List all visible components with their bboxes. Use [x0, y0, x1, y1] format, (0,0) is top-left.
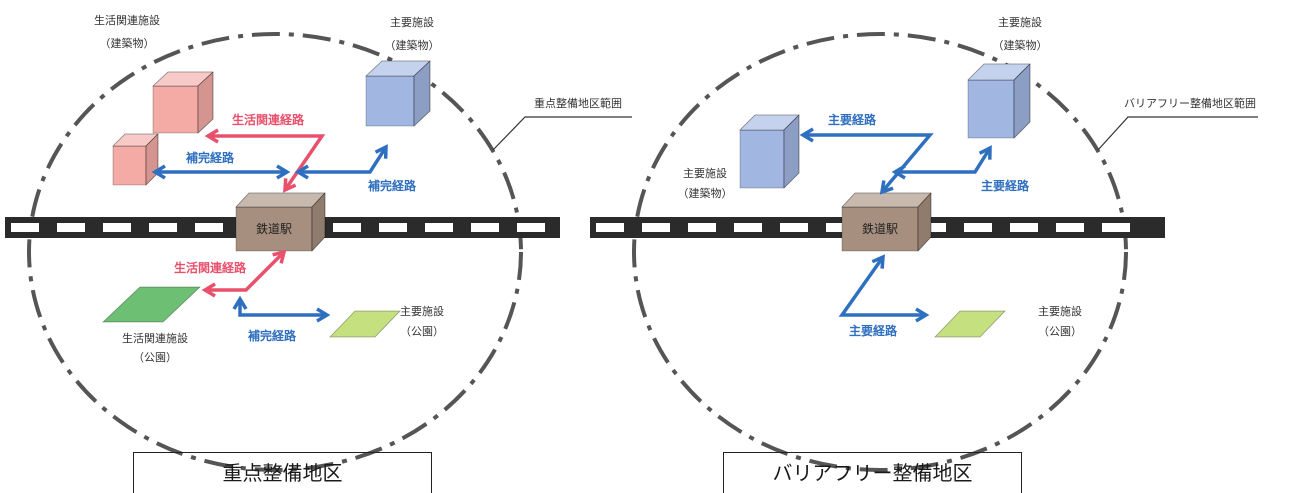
track-tie — [596, 223, 624, 232]
track-tie — [149, 223, 177, 232]
life-park-name: 生活関連施設 — [122, 331, 188, 345]
life-building-cube-small — [112, 133, 159, 186]
main-building-cube — [365, 60, 431, 127]
main-building-name: 主要施設 — [390, 15, 434, 29]
top-face-shade — [235, 192, 326, 208]
life-route-upper-label: 生活関連経路 — [232, 112, 305, 127]
supplementary-route-lower-label: 補完経路 — [247, 328, 297, 343]
side-face — [197, 71, 214, 134]
track-tie — [333, 223, 361, 232]
life-route-lower-arrow — [201, 249, 287, 298]
track-tie — [11, 223, 39, 232]
life-building-cube-large — [152, 71, 214, 134]
main-park-type: （公園） — [1038, 325, 1082, 338]
front-face — [739, 129, 785, 189]
life-building-name: 生活関連施設 — [94, 13, 160, 27]
side-face — [1013, 63, 1031, 139]
track-tie — [1010, 223, 1038, 232]
station-label: 鉄道駅 — [256, 221, 292, 236]
supplementary-route-left-label: 補完経路 — [185, 150, 235, 165]
range-callout-line — [492, 116, 632, 151]
main-route-lower-label: 主要経路 — [849, 323, 898, 338]
railway-station-box — [841, 192, 932, 252]
railway-station-box — [235, 192, 326, 252]
track-tie — [1102, 223, 1130, 232]
main-route-right-arrow — [891, 145, 992, 180]
supplementary-route-right-arrow — [294, 144, 388, 180]
side-face — [311, 192, 326, 252]
side-face-shade — [311, 192, 326, 252]
track-tie — [471, 223, 499, 232]
side-face-shade — [413, 60, 431, 127]
main-route-right-label: 主要経路 — [981, 178, 1030, 193]
side-face-shade — [1013, 63, 1031, 139]
track-tie — [379, 223, 407, 232]
front-face — [152, 85, 199, 134]
track-tie — [517, 223, 545, 232]
front-face — [365, 75, 415, 127]
life-route-lower-label: 生活関連経路 — [174, 260, 247, 275]
range-callout-line — [1097, 116, 1258, 151]
main-park-name: 主要施設 — [400, 304, 444, 318]
main-park-shape — [329, 310, 401, 338]
side-face — [413, 60, 431, 127]
range-label: バリアフリー整備地区範囲 — [1124, 96, 1256, 110]
main-building-cube-left — [739, 114, 800, 189]
front-face — [967, 79, 1015, 139]
caption-priority-district: 重点整備地区 — [133, 452, 432, 493]
track-tie — [1056, 223, 1084, 232]
main-route-upper-label: 主要経路 — [828, 112, 877, 127]
main-building-top-name: 主要施設 — [998, 15, 1042, 29]
track-tie — [688, 223, 716, 232]
main-building-cube-top — [967, 63, 1031, 139]
side-face — [783, 114, 800, 189]
track-tie — [642, 223, 670, 232]
main-building-left-type: （建築物） — [678, 186, 733, 200]
track-tie — [195, 223, 223, 232]
track-tie — [964, 223, 992, 232]
top-face-shade — [841, 192, 932, 208]
track-tie — [734, 223, 762, 232]
front-face — [112, 145, 147, 186]
side-face-shade — [783, 114, 800, 189]
supplementary-route-lower-arrow — [232, 295, 331, 323]
life-park-shape — [101, 286, 202, 323]
caption-barrier-free-district: バリアフリー整備地区 — [723, 452, 1022, 493]
station-label: 鉄道駅 — [862, 221, 898, 236]
district-boundary-ellipse — [632, 32, 1128, 472]
right-diagram: バリアフリー整備地区範囲 鉄道駅 主要施設 （建築物） 主要施設 （建築物） 主… — [590, 15, 1258, 472]
life-park-type: （公園） — [133, 351, 177, 364]
main-park-type: （公園） — [400, 325, 444, 338]
main-park-shape — [934, 310, 1006, 338]
track-tie — [425, 223, 453, 232]
side-face-shade — [197, 71, 214, 134]
side-face-shade — [917, 192, 932, 252]
track-tie — [918, 223, 946, 232]
life-building-type: （建築物） — [100, 36, 155, 50]
main-route-upper-arrow — [799, 127, 934, 195]
supplementary-route-right-label: 補完経路 — [367, 178, 417, 193]
track-tie — [57, 223, 85, 232]
track-tie — [780, 223, 808, 232]
railway-track — [590, 217, 1165, 238]
left-diagram: 重点整備地区範囲 鉄道駅 生活関連施設 （建築物） 主要施設 （建築物） 主要施… — [5, 13, 632, 472]
district-boundary-ellipse — [27, 32, 523, 472]
main-building-type: （建築物） — [385, 38, 440, 52]
main-park-name: 主要施設 — [1038, 304, 1082, 318]
side-face — [917, 192, 932, 252]
track-tie — [826, 223, 854, 232]
main-building-left-name: 主要施設 — [683, 166, 727, 180]
track-tie — [103, 223, 131, 232]
main-route-lower-arrow — [838, 254, 930, 323]
main-building-top-type: （建築物） — [993, 38, 1048, 52]
range-label: 重点整備地区範囲 — [534, 96, 622, 110]
